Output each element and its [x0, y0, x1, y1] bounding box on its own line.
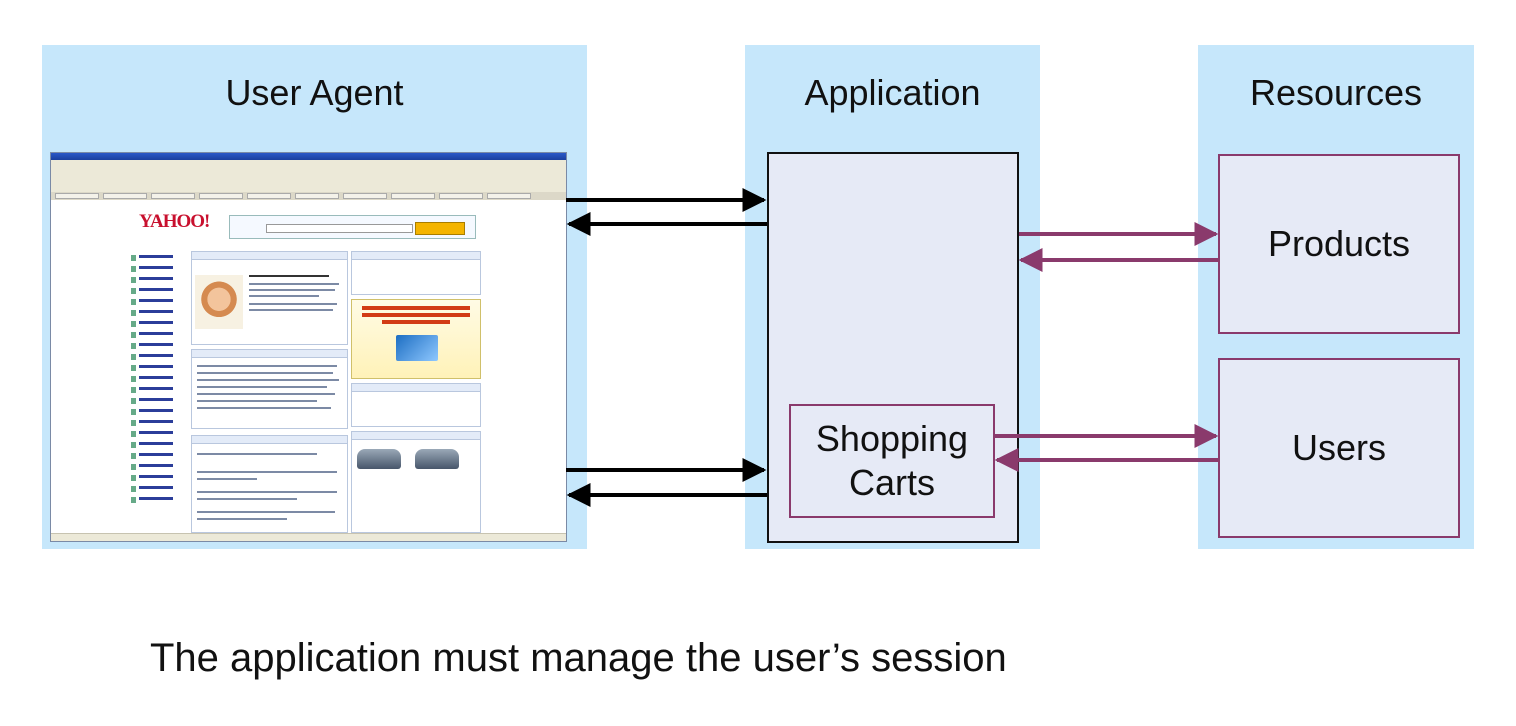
browser-tab — [151, 193, 195, 199]
nav-item — [131, 310, 186, 316]
browser-tab-strip — [51, 192, 566, 200]
products-box: Products — [1218, 154, 1460, 334]
car-image — [357, 449, 401, 469]
application-title: Application — [804, 72, 981, 113]
featured-text-line — [249, 309, 333, 311]
news-module — [191, 349, 348, 429]
browser-tab — [439, 193, 483, 199]
nav-item — [131, 255, 186, 261]
market-line — [197, 518, 287, 520]
featured-text-line — [249, 295, 319, 297]
featured-text-line — [249, 303, 337, 305]
credit-card-image — [396, 335, 438, 361]
news-line — [197, 372, 333, 374]
nav-item — [131, 387, 186, 393]
nav-item — [131, 299, 186, 305]
nav-item — [131, 354, 186, 360]
slide-caption: The application must manage the user’s s… — [150, 636, 1007, 680]
shopping-carts-line1: Shopping — [815, 418, 969, 459]
nav-item — [131, 420, 186, 426]
market-line — [197, 453, 317, 455]
shopping-carts-label: Shopping Carts — [791, 417, 993, 505]
users-box: Users — [1218, 358, 1460, 538]
shopping-carts-line2: Carts — [848, 462, 935, 503]
advertisement — [351, 299, 481, 379]
nav-item — [131, 497, 186, 503]
browser-tab — [343, 193, 387, 199]
browser-tab — [55, 193, 99, 199]
browser-tab — [199, 193, 243, 199]
news-line — [197, 379, 339, 381]
users-label: Users — [1291, 427, 1386, 468]
featured-text-line — [249, 275, 329, 277]
news-line — [197, 393, 335, 395]
marketplace-module — [191, 435, 348, 533]
browser-tab — [247, 193, 291, 199]
market-line — [197, 491, 337, 493]
nav-item — [131, 376, 186, 382]
nav-item — [131, 321, 186, 327]
news-line — [197, 365, 337, 367]
personal-module — [351, 251, 481, 295]
luxury-cars-module — [351, 431, 481, 533]
nav-item — [131, 409, 186, 415]
nav-item — [131, 431, 186, 437]
news-line — [197, 400, 317, 402]
shopping-module — [351, 383, 481, 427]
browser-tab — [295, 193, 339, 199]
nav-item — [131, 486, 186, 492]
market-line — [197, 498, 297, 500]
products-label: Products — [1267, 223, 1411, 264]
market-line — [197, 511, 335, 513]
yahoo-search-area — [229, 215, 476, 239]
yahoo-search-button — [415, 222, 465, 235]
shopping-carts-box: Shopping Carts — [789, 404, 995, 518]
market-line — [197, 478, 257, 480]
nav-item — [131, 332, 186, 338]
news-line — [197, 407, 331, 409]
nav-item — [131, 475, 186, 481]
nav-item — [131, 277, 186, 283]
nav-item — [131, 365, 186, 371]
browser-screenshot: YAHOO! — [50, 152, 567, 542]
browser-status-bar — [51, 533, 566, 541]
nav-item — [131, 398, 186, 404]
market-line — [197, 471, 337, 473]
browser-tab — [103, 193, 147, 199]
resources-title: Resources — [1249, 72, 1423, 113]
featured-text-line — [249, 289, 335, 291]
nav-item — [131, 453, 186, 459]
car-image — [415, 449, 459, 469]
yahoo-logo: YAHOO! — [139, 211, 210, 232]
browser-title-bar — [51, 153, 566, 160]
nav-item — [131, 288, 186, 294]
nav-item — [131, 464, 186, 470]
user-agent-title: User Agent — [225, 72, 404, 113]
browser-tab — [487, 193, 531, 199]
nav-item — [131, 343, 186, 349]
featured-text-line — [249, 283, 339, 285]
yahoo-left-nav — [131, 253, 186, 541]
nav-item — [131, 266, 186, 272]
nav-item — [131, 442, 186, 448]
featured-photo — [195, 275, 243, 329]
browser-tab — [391, 193, 435, 199]
news-line — [197, 386, 327, 388]
yahoo-search-box — [266, 224, 413, 233]
